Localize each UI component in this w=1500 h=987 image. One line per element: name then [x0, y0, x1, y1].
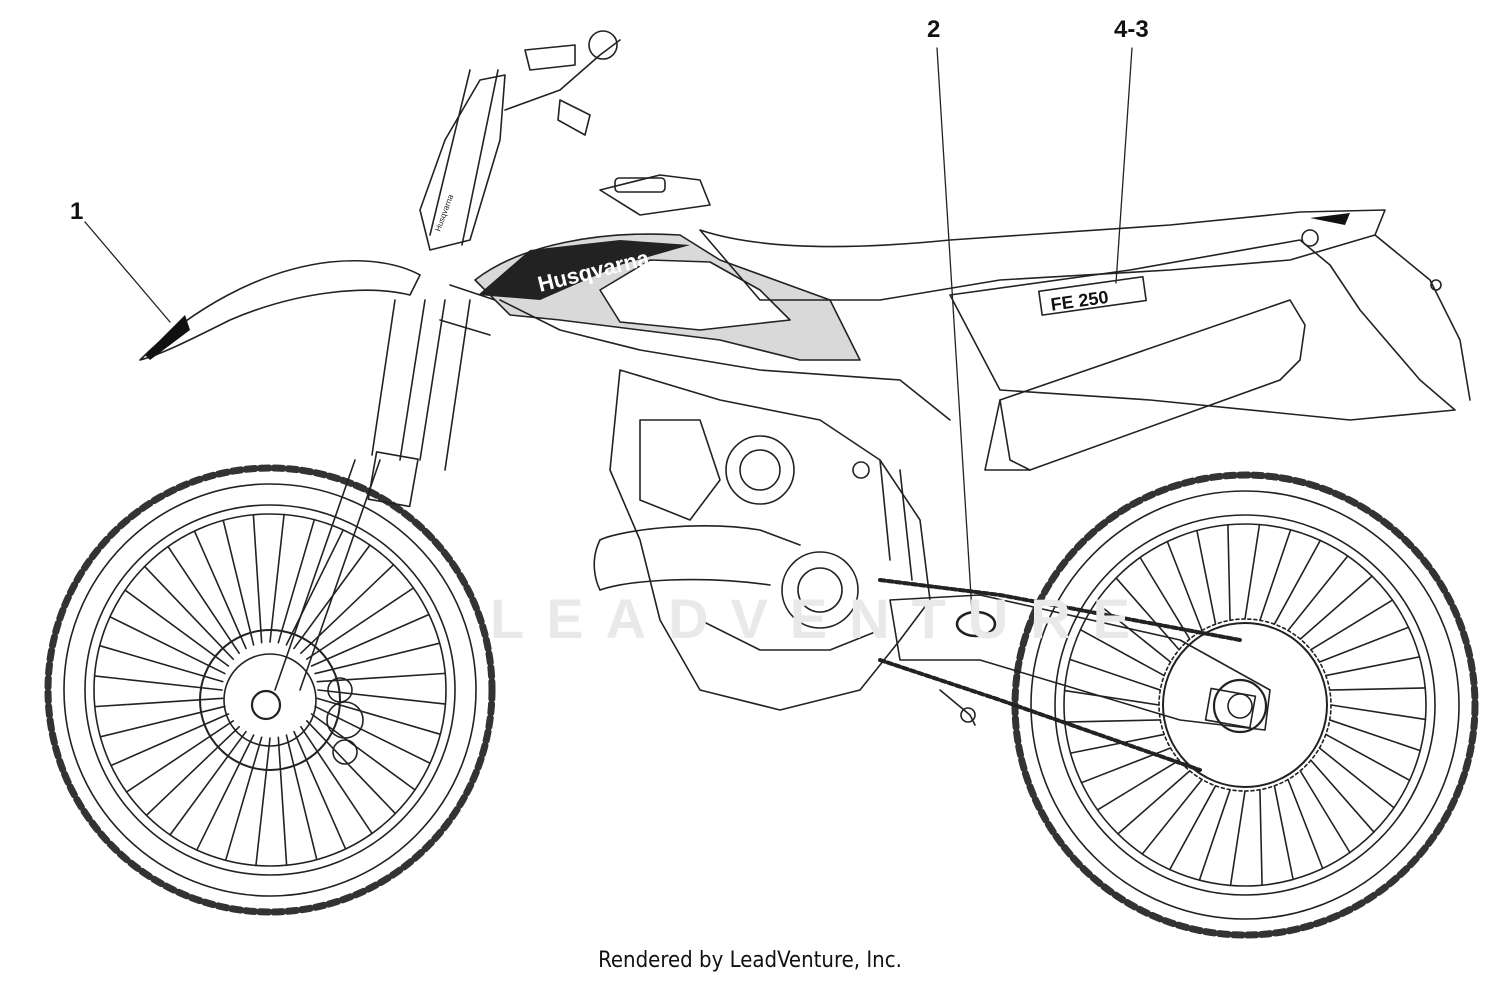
leader-line-2 — [936, 47, 973, 613]
spoke — [109, 615, 226, 675]
footer-credit: Rendered by LeadVenture, Inc. — [598, 948, 902, 973]
spoke — [1139, 556, 1191, 640]
spoke — [1198, 788, 1231, 881]
spoke — [1287, 555, 1349, 632]
spoke — [1196, 529, 1217, 625]
spoke — [316, 672, 447, 683]
spoke — [1273, 785, 1294, 881]
spoke — [277, 736, 288, 867]
callout-4-3[interactable]: 4-3 — [1114, 16, 1149, 43]
swingarm — [878, 578, 1271, 772]
spoke — [1063, 689, 1160, 706]
callout-2[interactable]: 2 — [927, 16, 941, 43]
spoke — [1227, 524, 1231, 622]
spoke — [93, 697, 224, 708]
leader-line-1 — [84, 221, 171, 323]
spoke — [1166, 540, 1203, 632]
exhaust — [593, 299, 1306, 591]
spoke — [1330, 704, 1427, 721]
spoke — [1117, 770, 1191, 835]
spoke — [1328, 687, 1426, 691]
watermark: LEADVENTURE — [490, 587, 1153, 650]
rear-wheel — [1011, 471, 1479, 939]
spoke — [224, 736, 263, 862]
spoke — [1273, 539, 1322, 625]
spoke — [1310, 759, 1375, 833]
side-panel-decal: FE 250 — [1049, 287, 1109, 315]
spoke — [1325, 733, 1411, 782]
spoke — [167, 545, 240, 655]
spoke — [293, 730, 347, 850]
spoke — [277, 518, 316, 644]
spoke — [169, 730, 247, 836]
spoke — [310, 613, 430, 667]
spoke — [1064, 719, 1162, 723]
spoke — [1259, 788, 1263, 886]
spoke — [255, 737, 271, 867]
spoke — [305, 720, 397, 815]
frame-and-engine — [499, 299, 951, 711]
spoke — [1310, 599, 1394, 651]
spoke — [124, 589, 230, 667]
spoke — [195, 734, 255, 851]
front-forks — [274, 69, 499, 691]
front-wheel — [44, 464, 496, 916]
spoke — [1069, 733, 1165, 754]
spoke — [1318, 747, 1395, 809]
spoke — [125, 720, 235, 793]
spoke — [1318, 626, 1410, 663]
spoke — [143, 565, 235, 660]
spoke — [1141, 778, 1203, 855]
handlebar — [504, 30, 621, 136]
spoke — [1069, 658, 1162, 691]
spoke — [193, 530, 247, 650]
spoke — [99, 705, 226, 738]
spoke — [285, 734, 318, 861]
spoke — [1325, 656, 1421, 677]
spoke — [1287, 778, 1324, 870]
spoke — [252, 513, 263, 644]
spoke — [222, 519, 255, 646]
spoke — [316, 697, 442, 736]
spoke — [1095, 601, 1172, 663]
leader-line-4-3 — [1115, 47, 1133, 284]
spoke — [300, 725, 373, 835]
spoke — [314, 642, 441, 675]
front-fender — [139, 259, 421, 361]
spoke — [285, 529, 345, 646]
spoke — [145, 725, 240, 817]
spoke — [98, 644, 224, 683]
spoke — [269, 513, 285, 643]
fuel-tank: Husqvarna — [474, 174, 861, 361]
spoke — [1244, 523, 1261, 620]
leader-lines — [84, 47, 1133, 613]
spoke — [110, 713, 230, 767]
callout-1[interactable]: 1 — [70, 198, 84, 225]
spoke — [1328, 719, 1421, 752]
svg-text:Husqvarna: Husqvarna — [433, 193, 455, 233]
spoke — [1096, 759, 1180, 811]
spoke — [1168, 785, 1217, 871]
spoke — [1299, 575, 1373, 640]
spoke — [305, 587, 415, 660]
spoke — [314, 705, 431, 765]
spoke — [1229, 790, 1246, 887]
spoke — [300, 563, 395, 655]
decal-2-marker — [955, 610, 997, 638]
spoke — [1299, 770, 1351, 854]
spoke — [1079, 628, 1165, 677]
spoke — [1259, 529, 1292, 622]
